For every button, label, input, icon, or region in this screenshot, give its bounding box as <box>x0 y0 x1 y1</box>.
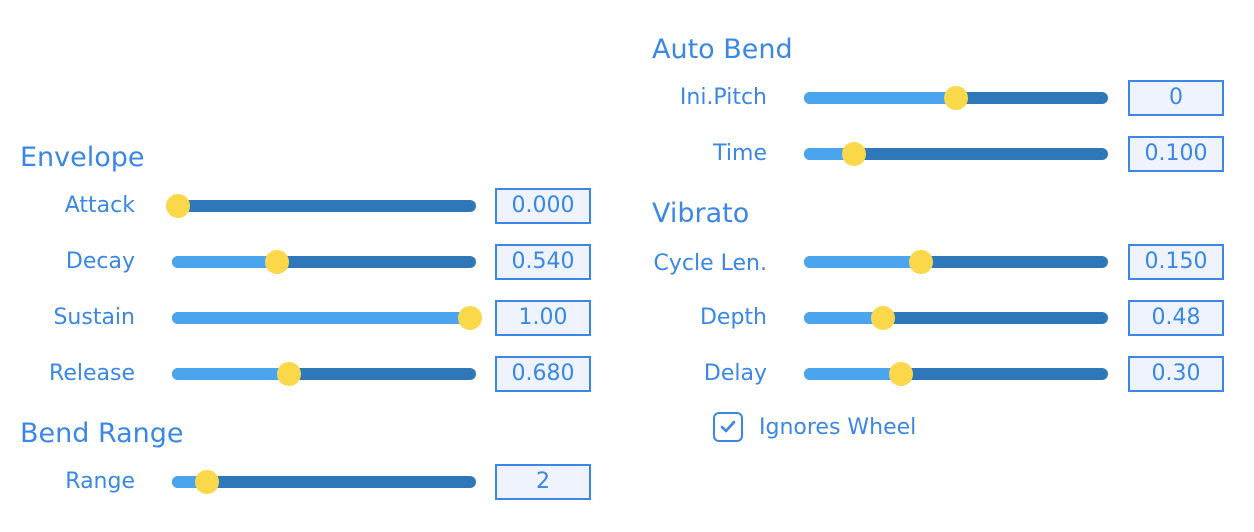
delay-label: Delay <box>703 361 767 386</box>
cycle-len-label: Cycle Len. <box>653 251 767 276</box>
slider-fill <box>804 92 956 104</box>
cycle-len-value-field[interactable]: 0.150 <box>1128 244 1224 280</box>
delay-slider[interactable] <box>804 360 1108 388</box>
depth-label: Depth <box>699 305 767 330</box>
range-slider[interactable] <box>172 468 476 496</box>
slider-fill <box>804 368 901 380</box>
slider-fill <box>804 256 921 268</box>
attack-slider[interactable] <box>166 192 476 220</box>
slider-track <box>172 200 476 212</box>
attack-label: Attack <box>64 193 135 218</box>
slider-knob[interactable] <box>265 250 290 274</box>
sustain-slider[interactable] <box>172 304 482 332</box>
time-slider[interactable] <box>804 140 1108 168</box>
slider-fill <box>804 148 854 160</box>
slider-knob[interactable] <box>195 470 220 494</box>
slider-knob[interactable] <box>458 306 482 330</box>
slider-fill <box>172 256 278 268</box>
decay-label: Decay <box>65 249 135 274</box>
release-label: Release <box>49 361 135 386</box>
slider-knob[interactable] <box>871 306 895 330</box>
ini-pitch-value-field[interactable]: 0 <box>1128 80 1224 116</box>
checkmark-icon <box>720 420 736 433</box>
checkbox-box[interactable] <box>713 412 743 442</box>
depth-slider[interactable] <box>804 304 1108 332</box>
bend-range-title: Bend Range <box>20 418 184 449</box>
cycle-len-slider[interactable] <box>804 248 1108 276</box>
attack-value-field[interactable]: 0.000 <box>495 188 591 224</box>
ini-pitch-label: Ini.Pitch <box>679 85 767 110</box>
slider-track <box>172 476 476 488</box>
time-label: Time <box>713 141 767 166</box>
decay-slider[interactable] <box>172 248 476 276</box>
depth-value-field[interactable]: 0.48 <box>1128 300 1224 336</box>
slider-knob[interactable] <box>908 250 933 274</box>
auto-bend-title: Auto Bend <box>652 34 793 65</box>
time-value-field[interactable]: 0.100 <box>1128 136 1224 172</box>
slider-fill <box>172 312 470 324</box>
decay-value-field[interactable]: 0.540 <box>495 244 591 280</box>
ini-pitch-slider[interactable] <box>804 84 1108 112</box>
range-label: Range <box>65 469 135 494</box>
release-slider[interactable] <box>172 360 476 388</box>
ignores-wheel-label: Ignores Wheel <box>759 415 917 440</box>
slider-knob[interactable] <box>166 194 190 218</box>
slider-fill <box>172 368 289 380</box>
range-value-field[interactable]: 2 <box>495 464 591 500</box>
slider-knob[interactable] <box>276 362 301 386</box>
slider-track <box>804 148 1108 160</box>
envelope-title: Envelope <box>20 142 145 173</box>
sustain-value-field[interactable]: 1.00 <box>495 300 591 336</box>
sustain-label: Sustain <box>53 305 135 330</box>
slider-knob[interactable] <box>888 362 913 386</box>
release-value-field[interactable]: 0.680 <box>495 356 591 392</box>
slider-knob[interactable] <box>841 142 866 166</box>
slider-fill <box>804 312 883 324</box>
vibrato-title: Vibrato <box>652 198 750 229</box>
delay-value-field[interactable]: 0.30 <box>1128 356 1224 392</box>
slider-knob[interactable] <box>944 86 968 110</box>
